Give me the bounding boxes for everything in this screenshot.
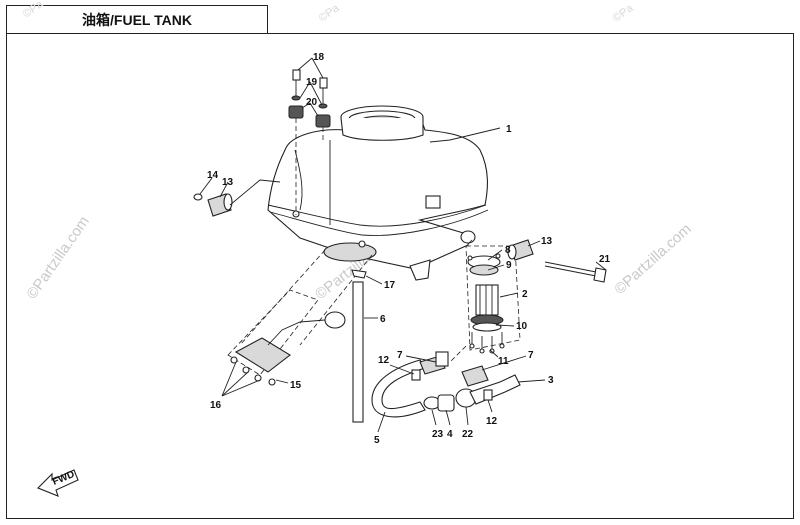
callout-1: 1 (506, 124, 512, 135)
watermark-corner-3: ©Pa (611, 2, 636, 25)
diagram-title: 油箱/FUEL TANK (6, 5, 268, 33)
callout-6: 6 (380, 314, 386, 325)
fuel-pump-assembly (465, 245, 521, 354)
callout-2: 2 (522, 289, 528, 300)
callout-7b: 7 (528, 350, 534, 361)
callout-12a: 12 (378, 355, 390, 366)
pump-screws (469, 332, 505, 354)
watermark-corner-1: ©Pa (21, 0, 46, 20)
breather-hose (351, 269, 367, 423)
callout-13b: 13 (541, 236, 553, 247)
callout-13a: 13 (222, 177, 234, 188)
watermark-corner-2: ©Pa (317, 2, 342, 25)
callout-9: 9 (506, 260, 512, 271)
callout-16: 16 (210, 400, 222, 411)
callout-labels: 1 2 3 4 5 6 7 7 8 9 10 11 12 12 13 13 14… (207, 52, 611, 446)
callout-11: 11 (498, 356, 509, 367)
callout-22: 22 (462, 429, 474, 440)
watermark-right: ©Partzilla.com (611, 220, 694, 297)
callout-15: 15 (290, 380, 302, 391)
watermark-left: ©Partzilla.com (23, 213, 93, 302)
callout-21: 21 (599, 254, 611, 265)
leader-lines (199, 57, 607, 433)
callout-10: 10 (516, 321, 528, 332)
fuel-tank (267, 105, 489, 281)
callout-18: 18 (313, 52, 325, 63)
fuel-level-sender (227, 289, 346, 386)
callout-17: 17 (384, 280, 396, 291)
fuel-line-assembly (371, 351, 521, 418)
left-bolt-and-grommet (193, 193, 233, 217)
callout-5: 5 (374, 435, 380, 446)
callout-4: 4 (447, 429, 453, 440)
right-bolt-and-grommet (507, 239, 607, 283)
top-bolts-dampers (288, 69, 331, 215)
callout-20: 20 (306, 97, 318, 108)
forward-arrow-icon: FWD (37, 469, 79, 497)
callout-8: 8 (505, 245, 511, 256)
callout-7a: 7 (397, 350, 403, 361)
callout-23: 23 (432, 429, 444, 440)
callout-12b: 12 (486, 416, 498, 427)
callout-14: 14 (207, 170, 219, 181)
callout-19: 19 (306, 77, 318, 88)
assembly-guides (239, 239, 473, 363)
callout-3: 3 (548, 375, 554, 386)
diagram-frame (6, 33, 794, 519)
